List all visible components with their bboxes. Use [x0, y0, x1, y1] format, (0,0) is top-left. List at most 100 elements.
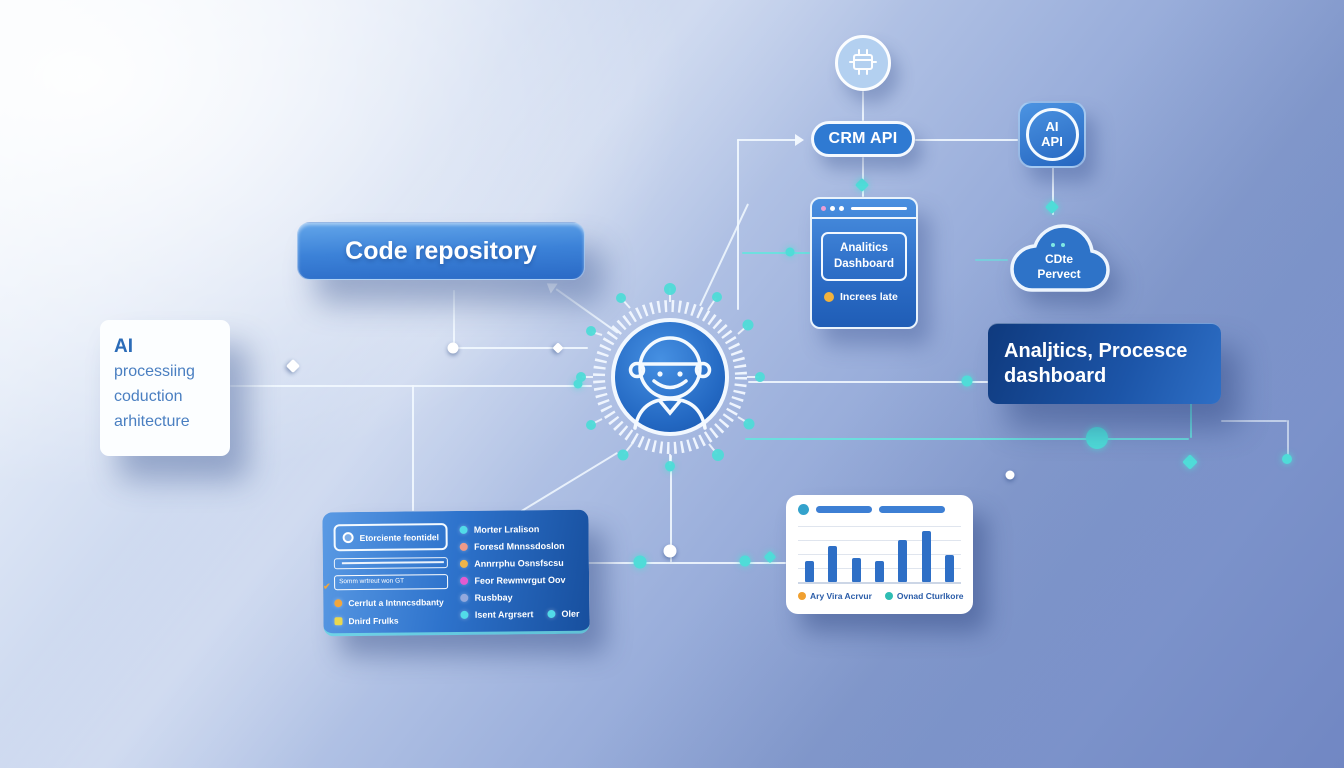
feature-item-label: Feor Rewmvrgut Oov: [474, 574, 566, 586]
features-input: Somm wrtreut won GT: [334, 574, 449, 591]
status-row: Increes late: [824, 291, 904, 303]
connector-line: [453, 290, 455, 348]
feature-item: Foresd Mnnssdoslon: [460, 541, 579, 552]
ai-architecture-card: AI processiing coduction arhitecture: [100, 320, 230, 456]
feature-item-label: Rusbbay: [474, 592, 513, 603]
bullet-icon: [460, 559, 469, 568]
crm-api-node: CRM API: [811, 121, 915, 157]
bullet-icon: [460, 576, 469, 585]
status-label: Increes late: [840, 291, 898, 304]
circuit-node: [961, 375, 973, 387]
features-left-column: Etorciente feontidel Somm wrtreut won GT…: [323, 523, 449, 626]
feature-item: Oler: [547, 609, 580, 619]
circuit-node: [1005, 470, 1015, 480]
circuit-node: [1182, 454, 1198, 470]
card-title: AI: [114, 336, 133, 357]
feature-item: Annrrphu Osnsfscsu: [460, 558, 579, 569]
robot-icon: [576, 283, 765, 471]
bullet-icon: [459, 525, 468, 534]
chart-bar: [828, 546, 838, 582]
circuit-node: [854, 177, 870, 193]
address-bar: [851, 207, 907, 210]
features-left-list: Cerrlut a Intnncsdbanty Dnird Frulks: [334, 597, 449, 626]
connector-line: [1287, 420, 1289, 458]
circuit-node: [552, 342, 564, 354]
chart-bar: [851, 558, 861, 582]
circuit-node: [1086, 427, 1108, 449]
connector-line: [862, 157, 864, 197]
chart-bar: [898, 540, 908, 582]
chart-bar: [805, 561, 814, 582]
connector-line: [412, 385, 414, 511]
circuit-node: [663, 544, 677, 558]
progress-bar: [333, 557, 449, 570]
chart-panel: Ary Vira Acrvur Ovnad Cturlkore: [786, 495, 973, 614]
analytics-processes-line1: Analjtics, Procesce: [1004, 340, 1188, 362]
bullet-icon: [334, 599, 343, 608]
bar-chart-plot: [798, 522, 961, 584]
bullet-icon: [547, 609, 556, 619]
status-dot-icon: [824, 292, 834, 303]
bullet-icon: [334, 617, 343, 626]
dashboard-title-box: Analitics Dashboard: [821, 232, 907, 282]
legend-dot-icon: [884, 592, 893, 600]
ai-core-node: [575, 282, 765, 472]
window-dot-icon: [821, 206, 826, 211]
legend-item: Ary Vira Acrvur: [798, 591, 872, 601]
title-placeholder-bar: [879, 506, 945, 513]
circuit-node: [1282, 454, 1292, 464]
code-repository-node: Code repository: [297, 222, 585, 280]
crm-api-label: CRM API: [828, 130, 898, 147]
feature-item-label: Annrrphu Osnsfscsu: [474, 557, 564, 569]
ai-api-label-line2: API: [1041, 133, 1063, 149]
feature-item: Feor Rewmvrgut Oov: [460, 575, 579, 586]
chip-icon: [835, 35, 891, 91]
features-panel: Etorciente feontidel Somm wrtreut won GT…: [322, 509, 590, 637]
connector-line: [670, 455, 672, 562]
connector-line: [230, 385, 592, 387]
circuit-node: [573, 379, 583, 389]
legend-label: Ary Vira Acrvur: [810, 591, 872, 601]
browser-titlebar: [812, 199, 916, 219]
arrow-icon: [543, 278, 558, 294]
legend-item: Ovnad Cturlkore: [884, 591, 964, 601]
analytics-dashboard-window: Analitics Dashboard Increes late: [810, 197, 918, 329]
connector-line: [745, 438, 1189, 440]
dashboard-title-line1: Analitics: [840, 242, 888, 254]
circuit-node: [447, 342, 459, 354]
check-icon: ✔: [323, 581, 331, 592]
feature-item-label: Morter Lralison: [473, 524, 540, 535]
circuit-node: [785, 247, 795, 257]
connector-line: [737, 139, 797, 141]
cloud-label-line1: CDte: [1045, 252, 1073, 266]
connector-line: [862, 91, 864, 121]
connector-line: [742, 252, 810, 254]
chart-dot-icon: [798, 504, 809, 515]
card-line: processiing: [114, 363, 195, 380]
features-header: Etorciente feontidel: [333, 523, 449, 552]
cloud-icon: CDte Pervect: [1010, 224, 1110, 292]
feature-item: Morter Lralison: [459, 524, 579, 535]
title-placeholder-bar: [816, 506, 872, 513]
feature-item-label: Foresd Mnnssdoslon: [474, 540, 565, 552]
connector-line: [453, 347, 588, 349]
chip-icon-glyph: [849, 49, 877, 75]
chart-legend: Ary Vira Acrvur Ovnad Cturlkore: [798, 591, 964, 601]
chart-bar: [874, 561, 884, 582]
analytics-processes-box: Analjtics, Procesce dashboard: [988, 323, 1221, 404]
feature-item: Rusbbay: [460, 592, 580, 603]
window-dot-icon: [839, 206, 844, 211]
connector-line: [1221, 420, 1287, 422]
circuit-node: [285, 358, 301, 374]
connector-line: [588, 562, 786, 564]
ai-api-ring: AI API: [1025, 108, 1079, 161]
bullet-icon: [460, 593, 469, 602]
connector-line: [748, 381, 988, 383]
feature-item: Isent Argrsert: [460, 609, 534, 620]
chart-header: [798, 504, 961, 515]
legend-label: Ovnad Cturlkore: [896, 591, 964, 601]
dashboard-title-line2: Dashboard: [833, 257, 895, 270]
code-repository-label: Code repository: [345, 236, 537, 265]
features-right-column: Morter Lralison Foresd Mnnssdoslon Annrr…: [459, 522, 580, 620]
cloud-label-line2: Pervect: [1037, 267, 1080, 281]
